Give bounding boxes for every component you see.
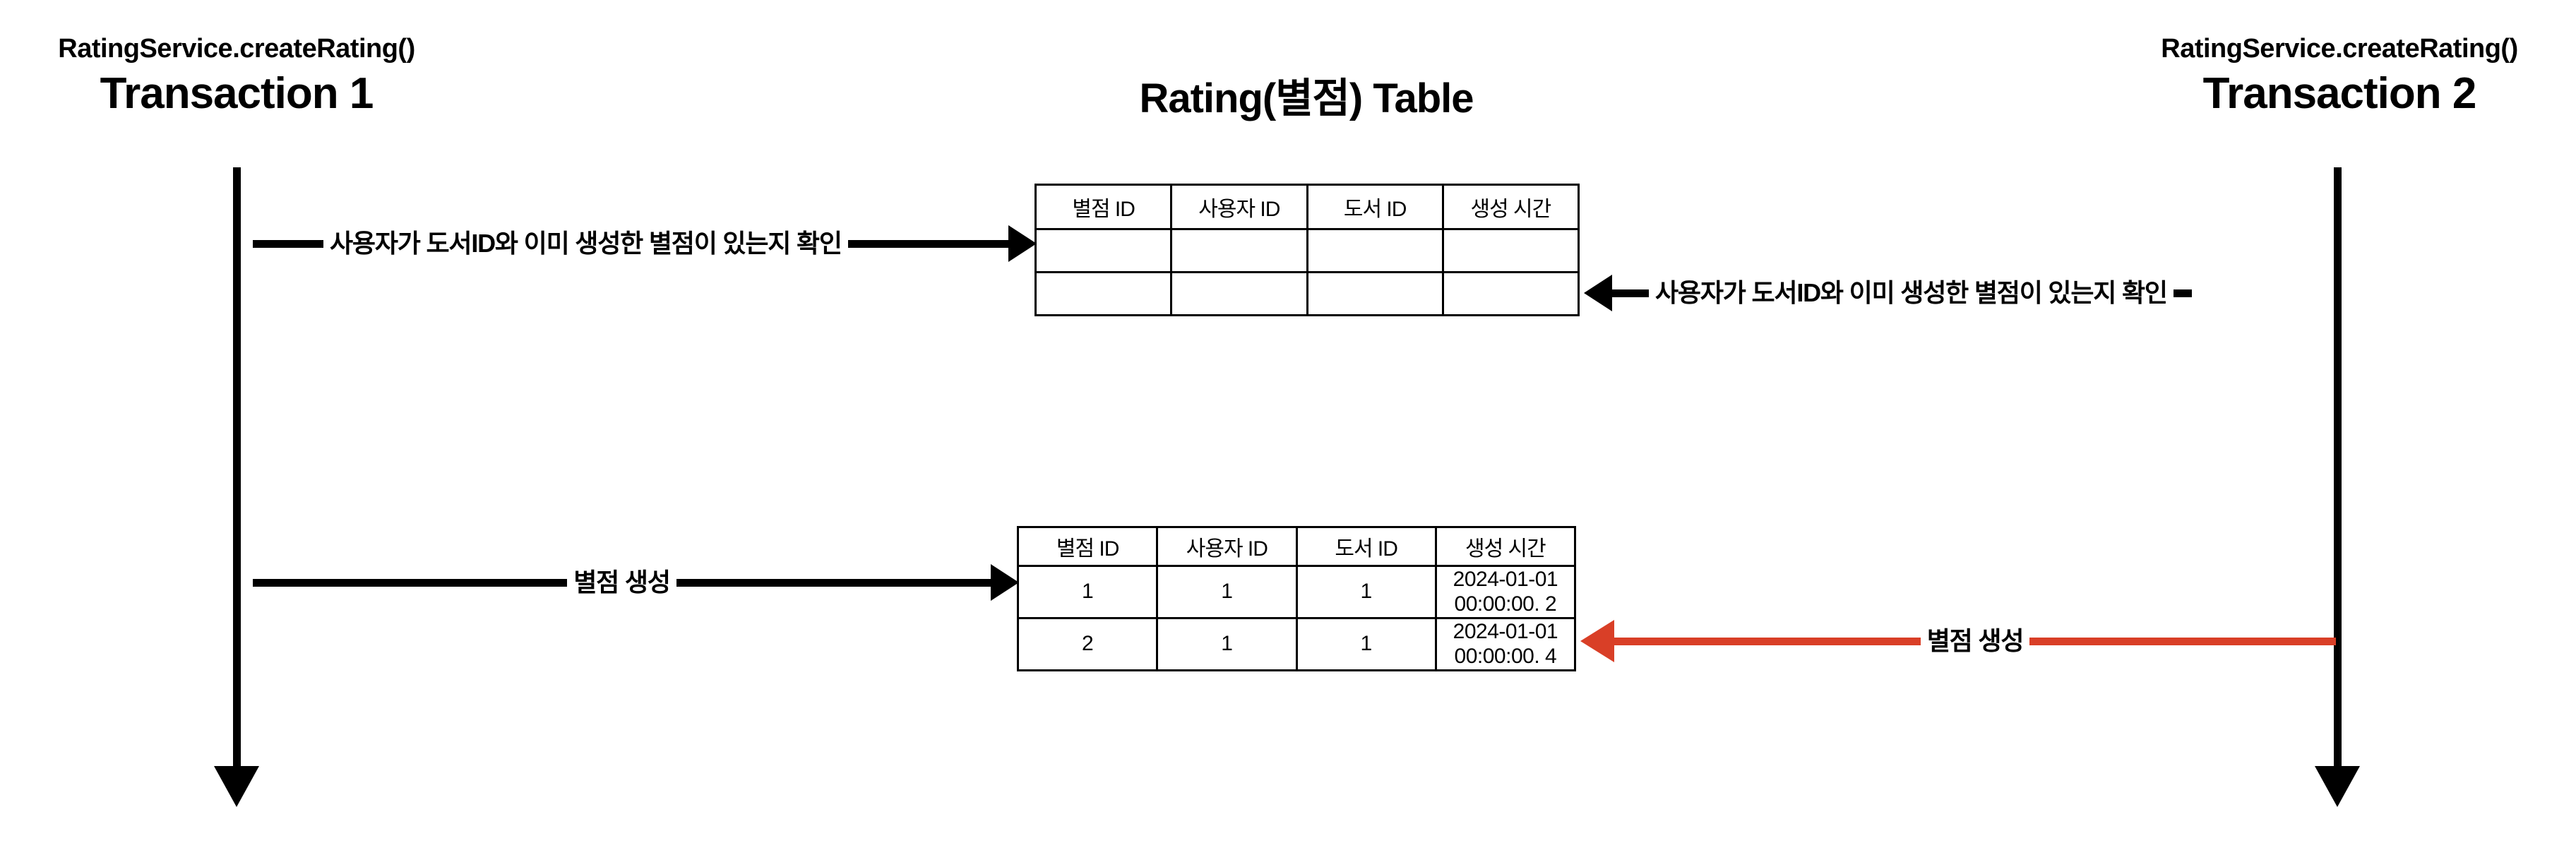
message-line bbox=[1612, 289, 1649, 297]
table-header-row: 별점 ID 사용자 ID 도서 ID 생성 시간 bbox=[1016, 526, 1577, 567]
lifeline-transaction-1 bbox=[233, 167, 241, 771]
message-label: 사용자가 도서ID와 이미 생성한 별점이 있는지 확인 bbox=[330, 229, 842, 258]
center-column-header: Rating(별점) Table bbox=[989, 76, 1624, 121]
message-line bbox=[253, 239, 323, 248]
message-label: 사용자가 도서ID와 이미 생성한 별점이 있는지 확인 bbox=[1655, 278, 2168, 307]
table-cell bbox=[1034, 271, 1173, 316]
right-transaction-title: Transaction 2 bbox=[2202, 69, 2477, 118]
message-line bbox=[847, 239, 1008, 248]
left-column-header: RatingService.createRating() Transaction… bbox=[0, 35, 473, 116]
table-cell bbox=[1441, 228, 1580, 273]
table-cell bbox=[1441, 271, 1580, 316]
lifeline-transaction-2 bbox=[2334, 167, 2342, 771]
message-line bbox=[1614, 637, 1921, 645]
table-row bbox=[1034, 271, 1580, 316]
right-service-label: RatingService.createRating() bbox=[2161, 34, 2518, 64]
left-transaction-title: Transaction 1 bbox=[100, 69, 374, 118]
message-line bbox=[2029, 637, 2337, 645]
message-t1-check: 사용자가 도서ID와 이미 생성한 별점이 있는지 확인 bbox=[253, 222, 1037, 265]
table-row bbox=[1034, 228, 1580, 273]
message-t2-check: 사용자가 도서ID와 이미 생성한 별점이 있는지 확인 bbox=[1584, 272, 2334, 314]
table-header-cell: 생성 시간 bbox=[1434, 526, 1577, 567]
table-cell: 2 bbox=[1016, 616, 1159, 671]
table-cell bbox=[1034, 228, 1173, 273]
table-header-cell: 별점 ID bbox=[1016, 526, 1159, 567]
table-cell: 1 bbox=[1016, 565, 1159, 619]
table-cell bbox=[1170, 228, 1308, 273]
table-header-cell: 도서 ID bbox=[1306, 184, 1444, 230]
message-label: 별점 생성 bbox=[1926, 626, 2025, 655]
arrow-left-icon bbox=[1580, 620, 1614, 662]
table-cell: 1 bbox=[1156, 565, 1298, 619]
table-header-cell: 사용자 ID bbox=[1156, 526, 1298, 567]
table-header-cell: 도서 ID bbox=[1295, 526, 1437, 567]
message-label: 별점 생성 bbox=[573, 568, 671, 597]
table-cell: 1 bbox=[1295, 616, 1437, 671]
table-cell: 1 bbox=[1295, 565, 1437, 619]
table-cell bbox=[1170, 271, 1308, 316]
table-cell bbox=[1306, 228, 1444, 273]
rating-table-title: Rating(별점) Table bbox=[1139, 76, 1474, 121]
table-header-row: 별점 ID 사용자 ID 도서 ID 생성 시간 bbox=[1034, 184, 1580, 230]
lifeline-transaction-2-arrowhead bbox=[2315, 766, 2360, 807]
message-line bbox=[253, 578, 568, 587]
rating-table-filled: 별점 ID 사용자 ID 도서 ID 생성 시간 1 1 1 2024-01-0… bbox=[1016, 526, 1577, 671]
arrow-right-icon bbox=[1008, 225, 1037, 262]
message-line bbox=[676, 578, 991, 587]
table-cell: 1 bbox=[1156, 616, 1298, 671]
arrow-left-icon bbox=[1584, 275, 1612, 311]
right-column-header: RatingService.createRating() Transaction… bbox=[2103, 35, 2576, 116]
message-t1-create: 별점 생성 bbox=[253, 561, 1020, 604]
lifeline-transaction-1-arrowhead bbox=[214, 766, 259, 807]
table-header-cell: 별점 ID bbox=[1034, 184, 1173, 230]
rating-table-empty: 별점 ID 사용자 ID 도서 ID 생성 시간 bbox=[1034, 184, 1580, 316]
table-header-cell: 사용자 ID bbox=[1170, 184, 1308, 230]
message-t2-create: 별점 생성 bbox=[1580, 620, 2337, 662]
table-cell bbox=[1306, 271, 1444, 316]
left-service-label: RatingService.createRating() bbox=[58, 34, 415, 64]
message-line-stub bbox=[2173, 289, 2192, 297]
table-header-cell: 생성 시간 bbox=[1441, 184, 1580, 230]
arrow-right-icon bbox=[991, 564, 1020, 601]
